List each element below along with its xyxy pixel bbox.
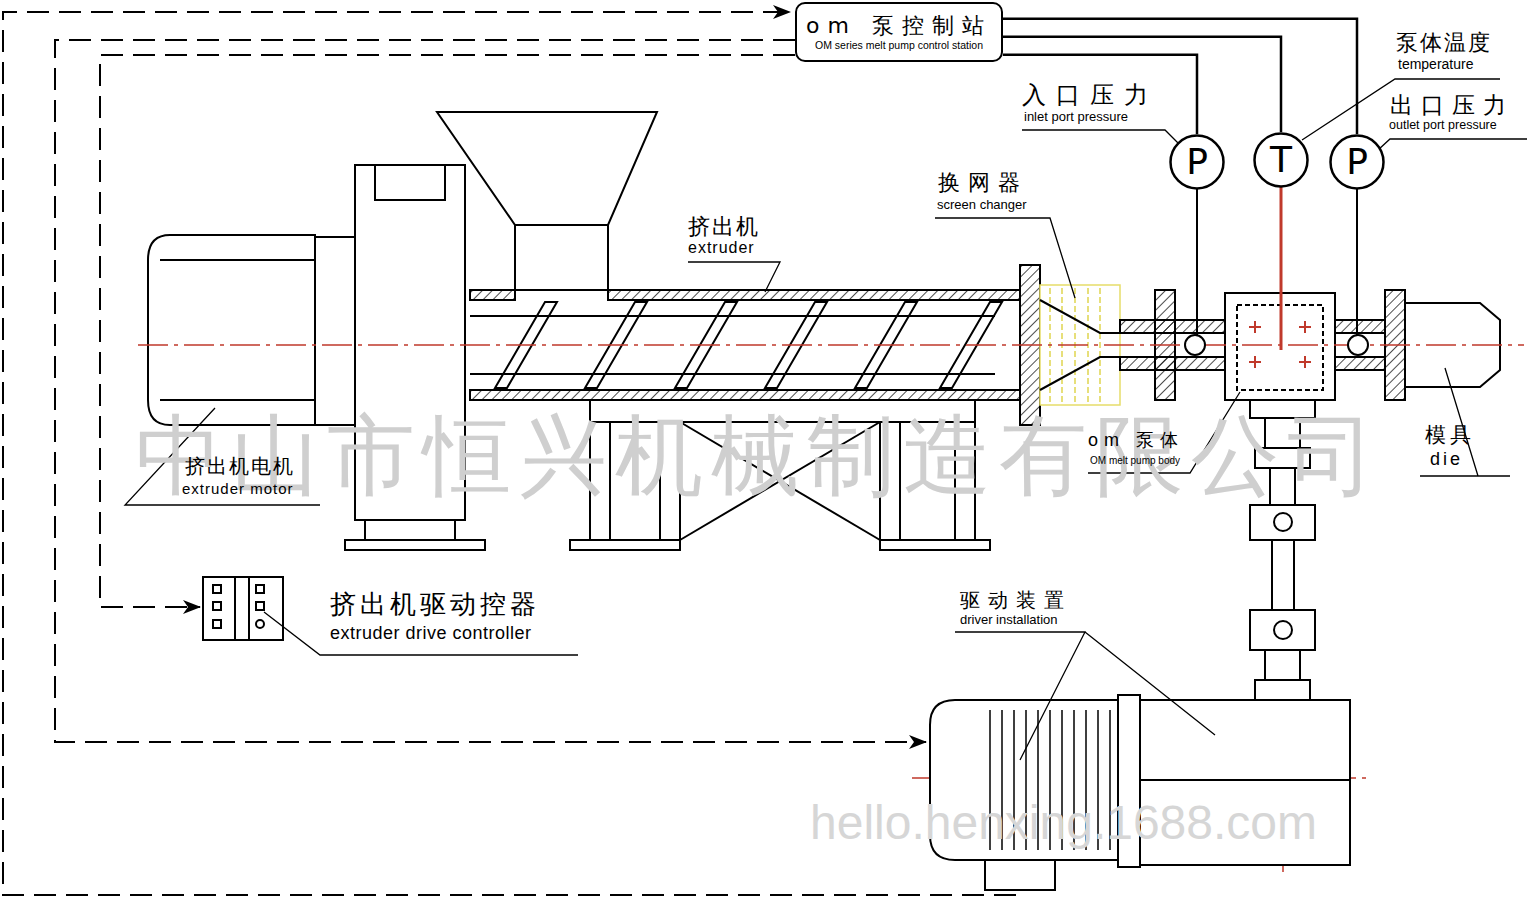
drive-shaft-part (1274, 513, 1292, 531)
part-label: 挤出机电机 (185, 455, 295, 478)
barrel-part (470, 290, 515, 300)
gauge-outline (1171, 136, 1224, 189)
sensor-label: inlet port pressure (1024, 110, 1128, 125)
gauge-symbol: P (1186, 141, 1208, 182)
station-title: OM series melt pump control station (815, 39, 983, 51)
leader-line-part (1378, 139, 1527, 150)
drive-controller-part (235, 577, 249, 640)
drive-motor (930, 695, 1350, 890)
gauge-outline (1331, 136, 1384, 189)
gauge-symbol: T (1270, 139, 1292, 180)
part-label: 模具 (1425, 423, 1475, 447)
gearbox-part (345, 540, 485, 550)
gauge-symbol: P (1346, 141, 1368, 182)
part-label: extruder (688, 239, 755, 257)
machine-stand-part (880, 540, 990, 550)
part-label: 挤出机驱动控器 (330, 590, 540, 620)
machine-stand-part (570, 540, 680, 550)
drive-controller-part (213, 620, 221, 628)
watermark: hello.henxing.1688.com (810, 795, 1317, 850)
gauge-circle: P (1169, 134, 1225, 190)
drive-shaft-part (1274, 621, 1292, 639)
part-label: screen changer (937, 198, 1027, 213)
leader-line-part (955, 632, 1215, 760)
part-label: driver installation (960, 613, 1058, 628)
drive-controller-part (256, 620, 264, 628)
barrel-part (608, 290, 1020, 300)
sensor-label: 泵体温度 (1396, 30, 1492, 55)
hopper-part (515, 225, 608, 290)
leader-line (125, 79, 1527, 760)
station-title: om 泵控制站 (806, 13, 992, 38)
temperature-probe-part (1280, 187, 1283, 350)
signal-line-part (100, 55, 795, 607)
drive-shaft-part (1265, 650, 1300, 680)
part-label: die (1430, 449, 1463, 470)
drive-shaft-part (1250, 505, 1315, 540)
drive-controller-part (256, 602, 264, 610)
drive-controller-part (213, 585, 221, 593)
leader-line-part (1022, 130, 1180, 145)
sensor-line (1185, 189, 1368, 355)
gearbox-part (375, 165, 445, 200)
signal-wire (1003, 55, 1197, 134)
drive-shaft-part (1255, 680, 1310, 700)
part-label: extruder drive controller (330, 623, 532, 644)
center-line-part (138, 344, 1524, 346)
part-label: 驱动装置 (960, 589, 1072, 612)
sensor-line-part (1196, 189, 1198, 335)
extruder-motor-part (148, 235, 315, 425)
part-label: 换网器 (938, 170, 1028, 195)
drive-controller-part (256, 585, 264, 593)
signal-wire (1003, 19, 1357, 134)
signal-wire (1003, 37, 1281, 132)
sensor-label: outlet port pressure (1389, 118, 1497, 132)
gauge-outline (1255, 134, 1308, 187)
melt-pipe-part (1335, 320, 1385, 333)
part-label: extruder motor (182, 480, 294, 497)
sensor-label: 入口压力 (1022, 82, 1158, 110)
part-label: 挤出机 (688, 214, 760, 239)
part-label: OM melt pump body (1090, 455, 1180, 467)
hopper-part (437, 112, 657, 225)
barrel-part (470, 390, 1020, 400)
extruder-motor (148, 235, 355, 425)
watermark: 中山市恒兴机械制造有限公司 (135, 405, 1383, 506)
temperature-probe-part (1249, 321, 1311, 368)
drive-controller-part (203, 577, 283, 640)
drive-shaft-part (1250, 610, 1315, 650)
extruder-motor-part (315, 237, 355, 425)
sensor-label: temperature (1398, 56, 1473, 72)
drive-controller (203, 577, 283, 640)
drive-motor-part (1140, 700, 1350, 780)
gauge-circle: T (1253, 132, 1309, 188)
gearbox-part (454, 520, 456, 540)
drive-controller-part (213, 602, 221, 610)
gearbox-part (364, 520, 366, 540)
sensor-line-part (1356, 189, 1358, 335)
drive-motor-part (985, 860, 1055, 890)
leader-line-part (935, 218, 1075, 298)
gauge-circle: P (1329, 134, 1385, 190)
screen-changer-part-part (1099, 288, 1101, 402)
screw-part (470, 373, 995, 375)
drive-shaft-part (1272, 540, 1294, 610)
leader-line-part (688, 262, 780, 292)
leader-line-part (1420, 368, 1510, 476)
sensor-line-part (1185, 335, 1205, 355)
control-station-box: om 泵控制站OM series melt pump control stati… (795, 2, 1003, 62)
temperature-probe (1249, 187, 1311, 368)
melt-pipe-part (1335, 357, 1385, 370)
extruder-motor-part (160, 259, 315, 261)
sensor-label: 出口压力 (1390, 92, 1514, 118)
part-label: om 泵体 (1088, 430, 1184, 451)
hopper (437, 112, 657, 290)
extruder-motor-part (160, 399, 315, 401)
sensor-line-part (1348, 335, 1368, 355)
